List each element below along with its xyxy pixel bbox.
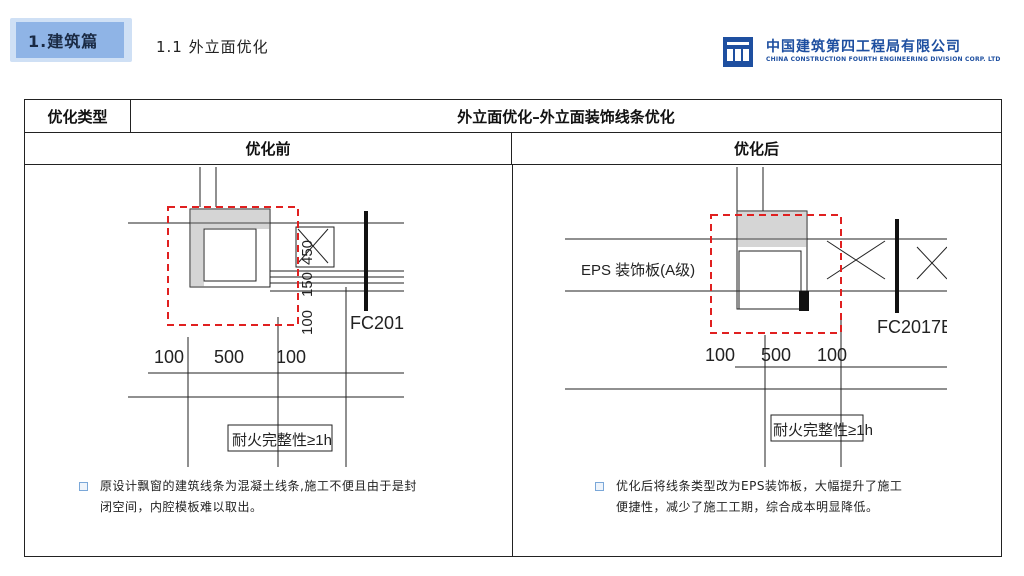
type-label-cell: 优化类型 [25, 100, 131, 132]
after-note: 优化后将线条类型改为EPS装饰板，大幅提升了施工便捷性，减少了施工工期，综合成本… [616, 479, 903, 514]
before-header: 优化前 [25, 133, 512, 164]
comparison-table: 优化类型 外立面优化–外立面装饰线条优化 优化前 优化后 [24, 99, 1002, 557]
after-window-code: FC2017B [877, 317, 947, 337]
company-name-cn: 中国建筑第四工程局有限公司 [766, 39, 961, 55]
before-fire-note: 耐火完整性≥1h [232, 432, 332, 449]
before-dim-3: 100 [276, 347, 306, 367]
after-dim-3: 100 [817, 345, 847, 365]
after-fire-note: 耐火完整性≥1h [773, 422, 873, 439]
after-note-bullet-icon [595, 482, 604, 491]
before-note: 原设计飘窗的建筑线条为混凝土线条,施工不便且由于是封闭空间，内腔模板难以取出。 [100, 479, 417, 514]
after-header: 优化后 [733, 140, 779, 158]
row-divider [25, 132, 1001, 133]
after-material-label: EPS 装饰板(A级) [581, 261, 695, 279]
before-side-dim-2: 450 [299, 240, 316, 265]
after-dim-2: 500 [761, 345, 791, 365]
before-window-code: FC201 [350, 313, 404, 333]
before-side-dim-3: 100 [299, 310, 316, 335]
before-dim-2: 500 [214, 347, 244, 367]
before-dim-1: 100 [154, 347, 184, 367]
type-value-cell: 外立面优化–外立面装饰线条优化 [457, 107, 675, 126]
before-drawing: 100 500 100 FC201 150 450 100 耐火完整性≥1h [128, 167, 404, 467]
section-label: 1.建筑篇 [16, 22, 124, 58]
after-dim-1: 100 [705, 345, 735, 365]
company-logo-icon [723, 37, 753, 67]
after-drawing: EPS 装饰板(A级) 耐火完整性≥1h 100 500 100 FC2017B [565, 167, 947, 467]
column-divider [512, 164, 513, 556]
row-divider [25, 164, 1001, 165]
page-subtitle: 1.1 外立面优化 [156, 38, 269, 56]
before-note-bullet-icon [79, 482, 88, 491]
company-name-en: CHINA CONSTRUCTION FOURTH ENGINEERING DI… [766, 56, 1001, 63]
before-side-dim-1: 150 [299, 272, 316, 297]
